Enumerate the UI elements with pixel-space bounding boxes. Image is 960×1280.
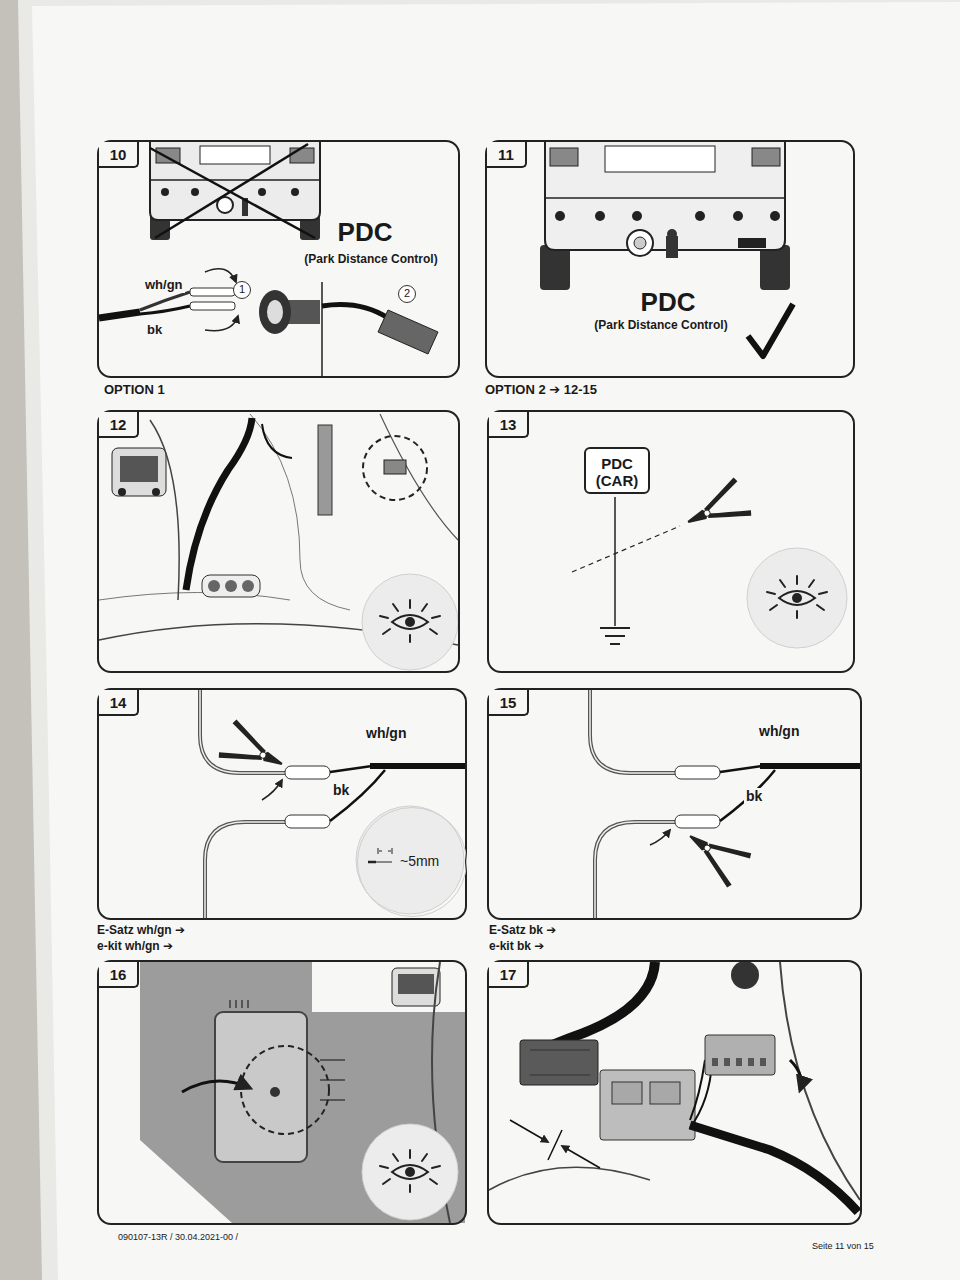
system-name: PDC [305,218,425,248]
dimension: ~5mm [398,853,441,869]
step-number: 11 [487,142,527,168]
trunk-interior [99,414,458,670]
callout-circle: 1 [233,281,251,299]
step-number: 15 [489,690,529,716]
wire-splice [590,690,860,918]
callout-circle: 2 [398,285,416,303]
magnifier-circle: ~5mm [357,807,467,917]
connector-housing [489,961,860,1212]
step-panel: 17 [487,960,862,1225]
kit-note: e-kit bk ➔ [489,940,544,954]
kit-note: E-Satz wh/gn ➔ [97,924,185,938]
wire-color: wh/gn [757,723,801,739]
paper-edge [18,0,960,1280]
step-panel: 12 [97,410,460,673]
step-panel: 16 [97,960,467,1225]
floor-opening [140,962,465,1223]
wire-color: bk [744,788,764,804]
step-number: 14 [99,690,139,716]
pdc-label: PDC (CAR) [594,455,640,490]
callout-number: 1 [234,282,250,297]
wire-splice [200,690,465,918]
car-rear [540,142,790,290]
step-number: 16 [99,962,139,988]
wire-insulation [99,269,438,376]
document-code: 090107-13R / 30.04.2021-00 / [118,1232,238,1242]
wire-color: wh/gn [364,725,408,741]
wire-color: bk [331,782,351,798]
check-mark [748,304,793,356]
step-number: 10 [99,142,139,168]
kit-note: E-Satz bk ➔ [489,924,556,938]
pdc-box: PDC (CAR) [584,447,650,494]
option-label: OPTION 1 [104,383,165,398]
step-panel: 10PDC (Park Distance Control) wh/gn bk 1 2 [97,140,460,378]
system-subtitle: (Park Distance Control) [566,319,756,333]
wire-color: bk [145,323,164,338]
step-panel: 15 wh/gn bk [487,688,862,920]
step-number: 17 [489,962,529,988]
car-rear-crossed [150,142,320,240]
system-name: PDC [603,288,733,318]
page-number: Seite 11 von 15 [812,1241,874,1251]
step-number: 13 [489,412,529,438]
option-label: OPTION 2 ➔ 12-15 [485,383,597,398]
paper [32,2,960,1280]
step-number: 12 [99,412,139,438]
step-panel: 14 wh/gn bk ~5mm [97,688,467,920]
ground-cut [572,477,847,648]
step-panel: 13PDC (CAR) [487,410,855,673]
step-panel: 11PDC(Park Distance Control) [485,140,855,378]
wire-color: wh/gn [143,278,185,293]
callout-number: 2 [399,286,415,301]
kit-note: e-kit wh/gn ➔ [97,940,173,954]
system-subtitle: (Park Distance Control) [285,253,457,267]
